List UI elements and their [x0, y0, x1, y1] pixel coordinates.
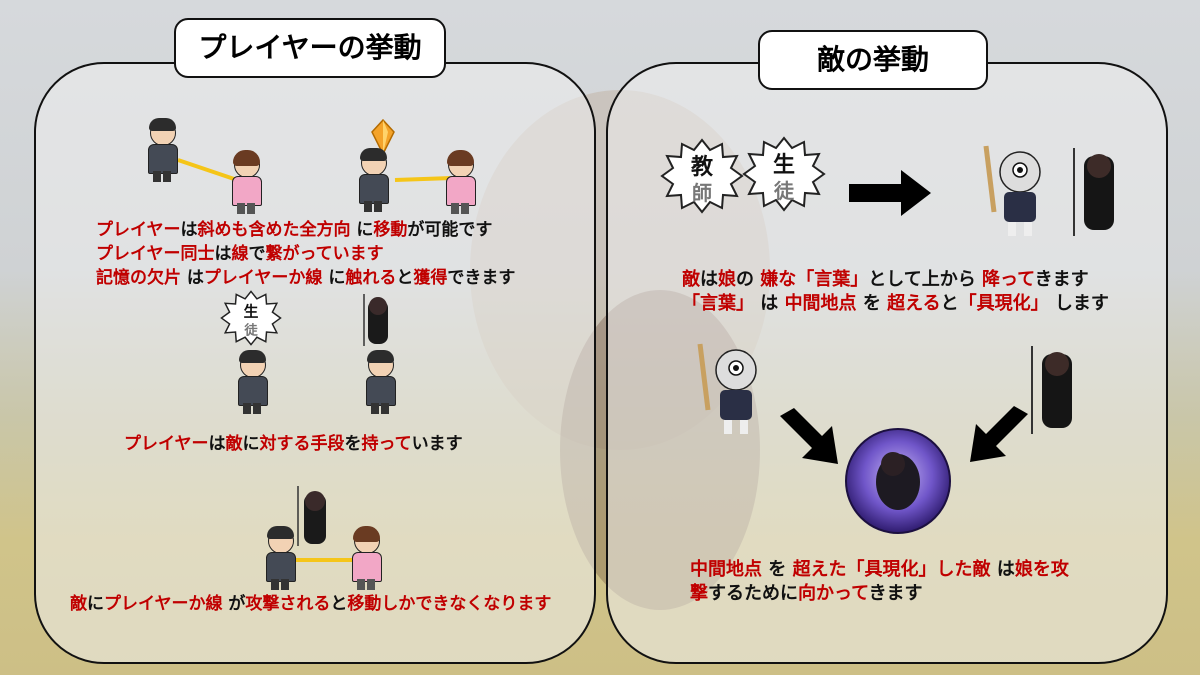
- teacher-word-badge: 教 師: [660, 138, 744, 214]
- text-part: 持って: [361, 434, 412, 454]
- text-part: と: [396, 268, 414, 288]
- badge-char: 生: [244, 303, 259, 321]
- student-word-badge: 生 徒: [742, 136, 826, 212]
- text-part: 記憶の欠片: [96, 268, 181, 288]
- text-part: は: [180, 220, 198, 240]
- text-part: できます: [447, 268, 516, 288]
- text-part: は: [996, 559, 1015, 580]
- text-part: します: [1054, 293, 1109, 314]
- text-part: 娘を攻: [1014, 559, 1069, 580]
- down-left-arrow-icon: [970, 406, 1028, 462]
- text-part: 娘: [718, 269, 736, 290]
- text-part: と: [330, 594, 348, 614]
- player-boy: [262, 526, 298, 590]
- text-part: 「具現化」: [958, 293, 1049, 314]
- text-part: として上から: [868, 269, 976, 290]
- text-part: 線: [231, 244, 249, 264]
- enemy-behavior-title: 敵の挙動: [758, 30, 988, 90]
- text-part: で: [248, 244, 266, 264]
- text-part: は: [760, 293, 779, 314]
- text-part: 「言葉」: [796, 269, 869, 290]
- text-part: 触れる: [345, 268, 397, 288]
- ghost-enemy-icon: [363, 294, 388, 346]
- player-boy: [362, 350, 398, 414]
- text-part: プレイヤーか線: [203, 268, 323, 288]
- text-part: 超えた「具現化」した敵: [792, 559, 991, 580]
- player-girl: [442, 150, 478, 214]
- text-part: 降って: [982, 269, 1035, 290]
- text-part: 敵: [225, 434, 243, 454]
- player-boy: [234, 350, 270, 414]
- text-part: プレイヤー同士: [96, 244, 215, 264]
- text-part: 敵: [682, 269, 700, 290]
- text-part: きます: [868, 583, 923, 604]
- badge-char: 徒: [243, 321, 258, 338]
- badge-char: 教: [691, 154, 714, 180]
- text-part: 斜めも含めた全方向: [197, 220, 351, 240]
- player-rule-4: プレイヤーは敵に対する手段を持っています: [124, 432, 463, 456]
- player-rule-3: 記憶の欠片 はプレイヤーか線 に触れると獲得できます: [96, 266, 515, 290]
- right-arrow-icon: [849, 170, 931, 216]
- one-eyed-enemy-icon: [983, 145, 1041, 236]
- player-girl: [348, 526, 384, 590]
- text-part: 中間地点: [690, 559, 762, 580]
- player-behavior-panel: [34, 62, 596, 664]
- enemy-rule-4: 撃するために向かってきます: [690, 582, 923, 606]
- player-rule-5: 敵にプレイヤーか線 が攻撃されると移動しかできなくなります: [70, 592, 551, 616]
- text-part: が: [228, 594, 246, 614]
- text-part: 撃: [690, 583, 708, 604]
- player-girl: [228, 150, 264, 214]
- text-part: プレイヤーか線: [104, 594, 223, 614]
- down-right-arrow-icon: [780, 408, 838, 464]
- text-part: に: [328, 268, 346, 288]
- student-word-badge: 生 徒: [220, 290, 282, 346]
- text-part: に: [356, 220, 374, 240]
- text-part: 敵: [70, 594, 87, 614]
- text-part: 移動しかできなくなります: [347, 594, 552, 614]
- text-part: は: [186, 268, 204, 288]
- text-part: 獲得: [413, 268, 448, 288]
- text-part: を: [344, 434, 362, 454]
- text-part: 攻撃される: [245, 594, 331, 614]
- text-part: と: [940, 293, 959, 314]
- enemy-rule-2: 「言葉」 は 中間地点 を 超えると「具現化」 します: [682, 292, 1109, 316]
- player-behavior-title: プレイヤーの挙動: [174, 18, 446, 78]
- player-rule-2: プレイヤー同士は線で繋がっています: [96, 242, 384, 266]
- player-rule-1: プレイヤーは斜めも含めた全方向 に移動が可能です: [96, 218, 492, 242]
- daughter-orb-icon: [845, 428, 951, 534]
- player-boy: [355, 148, 391, 212]
- text-part: を: [768, 559, 787, 580]
- text-part: 向かって: [798, 583, 869, 604]
- text-part: は: [208, 434, 226, 454]
- text-part: 中間地点: [784, 293, 857, 314]
- text-part: に: [87, 594, 104, 614]
- player-boy: [144, 118, 180, 182]
- text-part: 移動: [373, 220, 408, 240]
- text-part: は: [214, 244, 232, 264]
- text-part: を: [862, 293, 881, 314]
- text-part: が可能です: [407, 220, 493, 240]
- badge-char: 徒: [773, 179, 795, 203]
- text-part: きます: [1034, 269, 1089, 290]
- text-part: 繋がっています: [265, 244, 384, 264]
- badge-char: 生: [773, 153, 795, 178]
- enemy-rule-3: 中間地点 を 超えた「具現化」した敵 は娘を攻: [690, 558, 1069, 582]
- text-part: の: [736, 269, 754, 290]
- ghost-enemy-icon: [1073, 148, 1114, 236]
- text-part: するために: [708, 583, 798, 604]
- ghost-enemy-icon: [1031, 346, 1072, 434]
- badge-char: 師: [692, 181, 712, 205]
- text-part: 嫌な: [760, 269, 797, 290]
- one-eyed-enemy-icon: [697, 343, 757, 434]
- text-part: います: [411, 434, 463, 454]
- enemy-rule-1: 敵は娘の 嫌な「言葉」として上から 降ってきます: [682, 268, 1089, 292]
- text-part: 対する手段: [259, 434, 345, 454]
- text-part: プレイヤー: [96, 220, 181, 240]
- text-part: 「言葉」: [682, 293, 754, 314]
- text-part: 超える: [887, 293, 941, 314]
- text-part: は: [700, 269, 718, 290]
- ghost-enemy-icon: [297, 486, 326, 546]
- text-part: プレイヤー: [124, 434, 209, 454]
- text-part: に: [242, 434, 260, 454]
